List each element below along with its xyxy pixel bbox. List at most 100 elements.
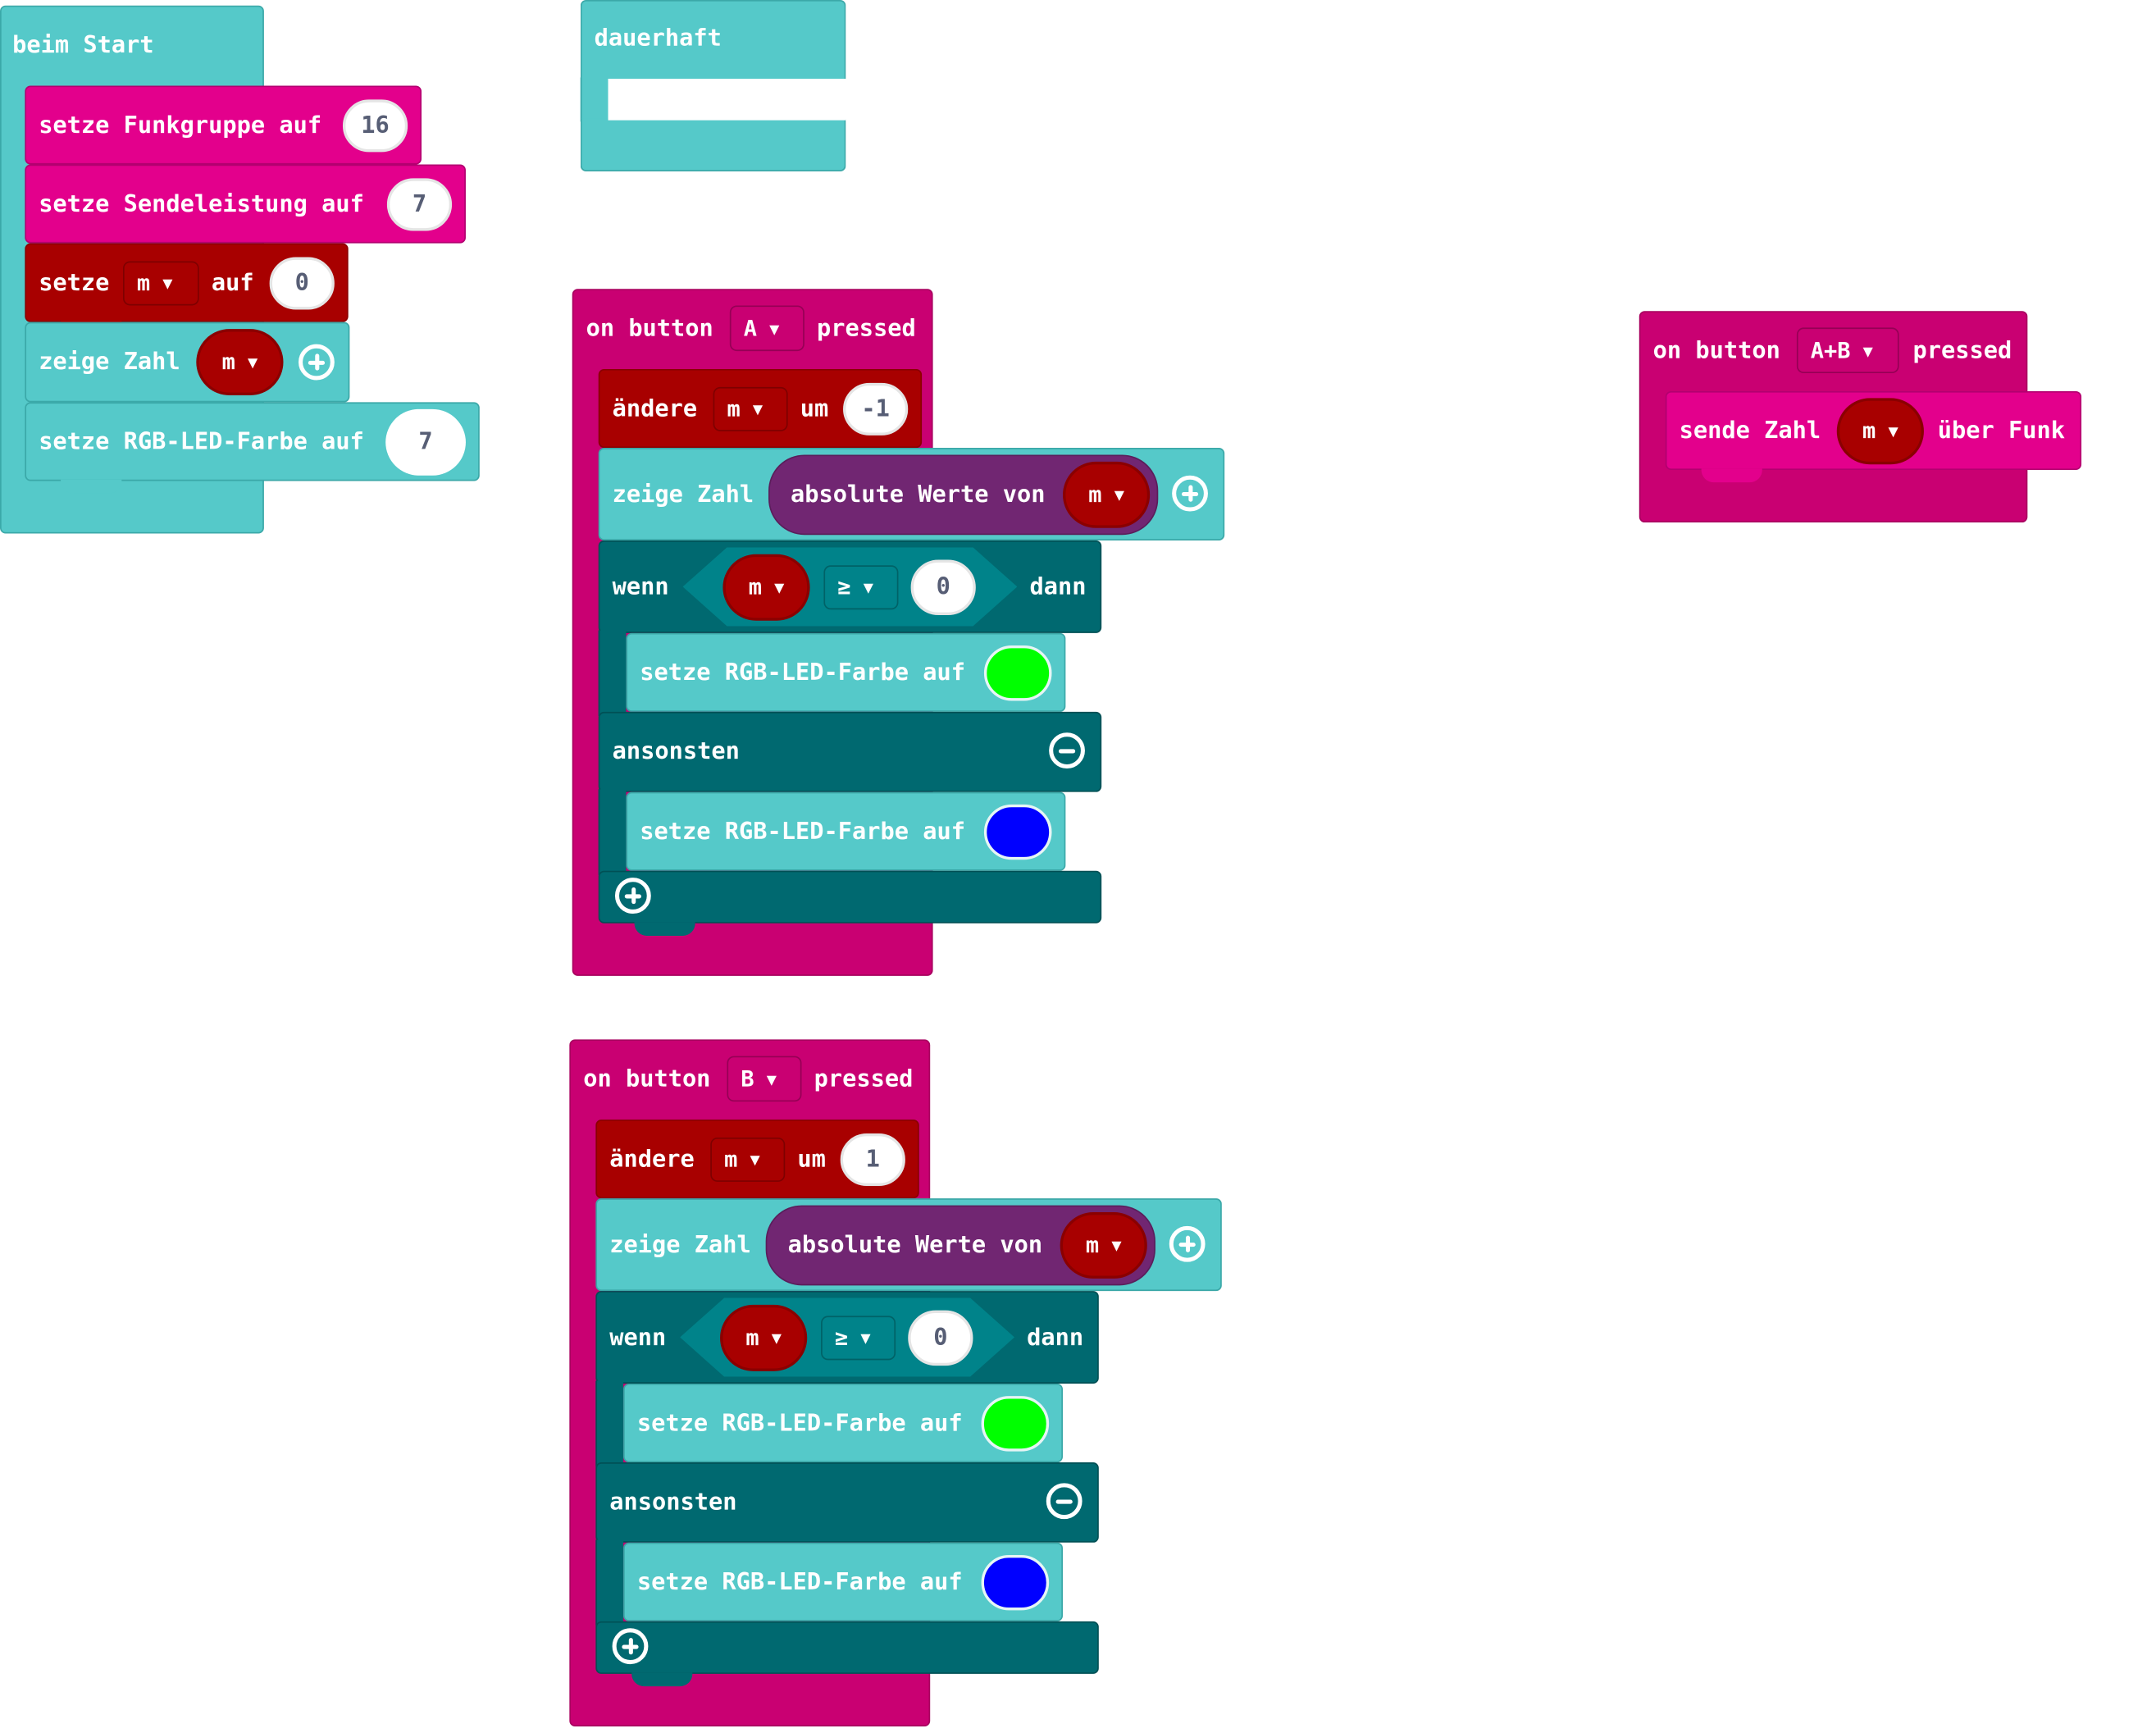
button-ab-pressed-label: pressed <box>1912 337 2012 365</box>
dropdown-arrow-icon: ▼ <box>774 577 785 598</box>
dropdown-arrow-icon: ▼ <box>863 577 873 598</box>
if-else-notch <box>634 922 695 936</box>
dropdown-arrow-icon: ▼ <box>750 1150 760 1170</box>
set-variable-name: m <box>136 269 151 296</box>
show-number-label: zeige Zahl <box>39 348 180 376</box>
comparison-variable-name: m <box>748 573 762 600</box>
plus-icon[interactable] <box>1172 475 1208 512</box>
button-a-dropdown[interactable]: A▼ <box>729 305 805 352</box>
led-color-blue-swatch[interactable] <box>981 1554 1050 1611</box>
set-rgb-led-notch <box>61 479 122 494</box>
on-start-label: beim Start <box>12 31 154 60</box>
button-b-dropdown[interactable]: B▼ <box>727 1056 802 1102</box>
else-bar <box>598 711 1102 792</box>
absolute-value-variable[interactable]: m▼ <box>1060 1212 1147 1279</box>
button-b-pressed-label: pressed <box>814 1065 914 1094</box>
comparison-value[interactable]: 0 <box>910 559 976 615</box>
absolute-value-variable[interactable]: m▼ <box>1062 461 1151 528</box>
show-number-variable[interactable]: m▼ <box>196 329 284 395</box>
change-amount-value[interactable]: -1 <box>843 382 909 436</box>
else-label: ansonsten <box>609 1489 737 1516</box>
dropdown-arrow-icon: ▼ <box>752 399 763 419</box>
dropdown-arrow-icon: ▼ <box>162 273 173 294</box>
set-variable-to-label: auf <box>211 269 254 298</box>
if-else-side-top <box>595 1380 624 1467</box>
radio-group-value[interactable]: 16 <box>342 99 408 153</box>
if-label: wenn <box>609 1324 667 1352</box>
button-ab-on-label: on button <box>1652 337 1780 365</box>
absolute-value-label: absolute Werte von <box>787 1230 1043 1259</box>
set-rgb-led-label: setze RGB-LED-Farbe auf <box>39 428 364 457</box>
plus-icon[interactable] <box>612 1628 649 1665</box>
forever-footer[interactable] <box>580 118 846 171</box>
dropdown-arrow-icon: ▼ <box>1111 1235 1122 1256</box>
set-transmit-power-label: setze Sendeleistung auf <box>39 190 364 219</box>
dropdown-arrow-icon: ▼ <box>1888 422 1898 441</box>
comparison-operator-dropdown[interactable]: ≥▼ <box>823 565 899 610</box>
else-set-rgb-label: setze RGB-LED-Farbe auf <box>640 818 966 846</box>
set-variable-label: setze <box>39 269 110 298</box>
if-else-footer <box>595 1621 1099 1674</box>
change-amount-value[interactable]: 1 <box>840 1133 905 1186</box>
show-number-block[interactable] <box>25 322 350 403</box>
send-number-variable-name: m <box>1862 417 1876 444</box>
forever-header[interactable] <box>580 0 846 80</box>
change-by-label: um <box>800 394 829 423</box>
send-number-variable[interactable]: m▼ <box>1836 398 1924 465</box>
change-variable-dropdown[interactable]: m▼ <box>713 386 788 431</box>
else-set-rgb-label: setze RGB-LED-Farbe auf <box>636 1568 963 1597</box>
comparison-variable-name: m <box>745 1324 759 1351</box>
comparison-operator: ≥ <box>834 1324 849 1351</box>
if-else-side-bottom <box>595 1539 624 1626</box>
set-variable-value[interactable]: 0 <box>269 257 335 310</box>
comparison-operator: ≥ <box>837 573 851 600</box>
comparison-variable[interactable]: m▼ <box>722 554 810 621</box>
forever-empty-slot[interactable] <box>608 79 846 121</box>
button-b-name: B <box>741 1065 754 1092</box>
minus-icon[interactable] <box>1049 732 1085 769</box>
comparison-variable[interactable]: m▼ <box>720 1304 808 1371</box>
show-number-label: zeige Zahl <box>612 481 754 509</box>
button-a-on-label: on button <box>586 315 713 343</box>
then-set-rgb-label: setze RGB-LED-Farbe auf <box>640 659 966 687</box>
plus-icon[interactable] <box>614 878 651 914</box>
if-else-notch <box>631 1672 693 1687</box>
show-number-label: zeige Zahl <box>609 1231 751 1260</box>
change-by-label: um <box>797 1146 826 1174</box>
over-radio-label: über Funk <box>1937 417 2066 445</box>
then-label: dann <box>1029 573 1087 602</box>
send-number-notch <box>1701 468 1762 483</box>
minus-icon[interactable] <box>1046 1483 1083 1520</box>
dropdown-arrow-icon: ▼ <box>1862 340 1873 361</box>
absolute-value-label: absolute Werte von <box>790 480 1046 508</box>
then-set-rgb-label: setze RGB-LED-Farbe auf <box>636 1410 963 1438</box>
change-variable-label: ändere <box>609 1146 695 1174</box>
comparison-operator-dropdown[interactable]: ≥▼ <box>821 1316 896 1361</box>
rgb-led-value[interactable]: 7 <box>385 408 466 476</box>
transmit-power-value[interactable]: 7 <box>386 178 453 231</box>
change-variable-name: m <box>724 1146 738 1173</box>
button-ab-dropdown[interactable]: A+B▼ <box>1796 327 1899 374</box>
show-number-variable-name: m <box>221 348 235 375</box>
led-color-green-swatch[interactable] <box>981 1396 1050 1452</box>
dropdown-arrow-icon: ▼ <box>771 1328 782 1348</box>
if-else-footer <box>598 870 1102 924</box>
comparison-value[interactable]: 0 <box>908 1310 973 1366</box>
dropdown-arrow-icon: ▼ <box>766 1069 777 1089</box>
if-else-side-top <box>598 630 627 716</box>
led-color-blue-swatch[interactable] <box>983 804 1052 860</box>
else-label: ansonsten <box>612 737 740 766</box>
plus-icon[interactable] <box>299 344 335 381</box>
led-color-green-swatch[interactable] <box>983 645 1052 701</box>
set-variable-dropdown[interactable]: m▼ <box>122 261 199 306</box>
plus-icon[interactable] <box>1169 1225 1206 1262</box>
send-number-label: sende Zahl <box>1679 417 1821 445</box>
else-bar <box>595 1462 1099 1543</box>
absolute-value-variable-name: m <box>1085 1231 1100 1258</box>
button-a-pressed-label: pressed <box>817 315 916 343</box>
change-variable-dropdown[interactable]: m▼ <box>710 1138 786 1182</box>
if-else-side-bottom <box>598 789 627 875</box>
forever-label: dauerhaft <box>594 25 722 53</box>
dropdown-arrow-icon: ▼ <box>860 1328 871 1348</box>
